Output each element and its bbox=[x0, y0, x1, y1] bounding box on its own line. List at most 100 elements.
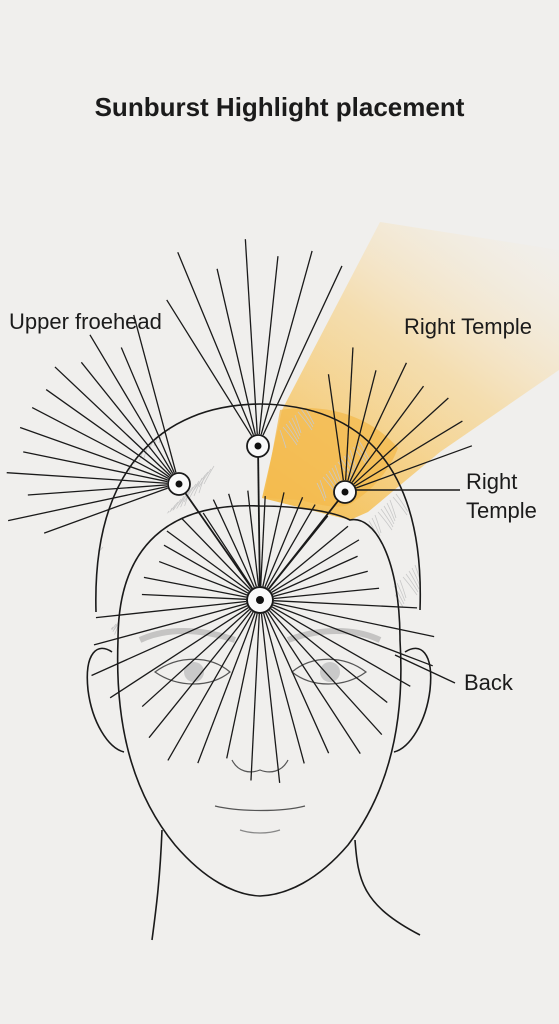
hair-stroke bbox=[294, 414, 302, 434]
ray-center bbox=[269, 525, 349, 592]
hair-stroke bbox=[405, 573, 419, 593]
hair-stroke bbox=[198, 468, 212, 488]
sunburst-rays bbox=[6, 239, 473, 783]
page-title: Sunburst Highlight placement bbox=[94, 92, 465, 122]
ray-upper-forehead bbox=[54, 366, 171, 477]
hair-stroke bbox=[307, 643, 315, 661]
ray-upper-forehead bbox=[6, 472, 168, 484]
ray-center bbox=[226, 613, 258, 759]
label-right-temple-side-line1: Right bbox=[466, 469, 518, 494]
hair-stroke bbox=[424, 556, 434, 574]
ray-center bbox=[271, 606, 411, 687]
ray-top bbox=[262, 265, 343, 436]
ray-center bbox=[228, 493, 257, 587]
hair-stroke bbox=[228, 530, 240, 550]
ray-center bbox=[263, 613, 305, 764]
ray-upper-forehead bbox=[133, 314, 177, 473]
right-iris bbox=[320, 662, 340, 682]
hair-stroke bbox=[395, 493, 409, 513]
ray-center bbox=[95, 600, 247, 619]
left-eye bbox=[153, 658, 231, 685]
ray-center bbox=[273, 570, 368, 597]
ray-right-temple bbox=[356, 445, 473, 489]
ray-upper-forehead bbox=[80, 361, 172, 476]
ray-center bbox=[266, 504, 316, 589]
ray-center bbox=[93, 603, 247, 646]
connectors bbox=[178, 445, 460, 684]
hair-stroke bbox=[340, 458, 354, 478]
ray-center bbox=[271, 539, 360, 593]
hair-stroke bbox=[103, 629, 111, 640]
ray-center bbox=[167, 611, 254, 761]
hair-stroke bbox=[118, 614, 126, 634]
ray-center bbox=[260, 613, 281, 783]
ray-top bbox=[258, 256, 279, 435]
ray-right-temple bbox=[345, 347, 354, 481]
ray-right-temple bbox=[349, 362, 408, 482]
hair-stroke bbox=[359, 529, 367, 549]
ray-center bbox=[202, 512, 253, 589]
ray-center bbox=[158, 560, 248, 596]
hair-stroke bbox=[168, 504, 176, 524]
ray-center bbox=[148, 610, 252, 739]
ray-center bbox=[262, 492, 285, 587]
nose bbox=[231, 759, 289, 773]
ray-center bbox=[181, 517, 252, 591]
hair-stroke bbox=[386, 502, 396, 522]
label-right-temple-top: Right Temple bbox=[404, 314, 532, 339]
ray-center bbox=[143, 576, 247, 598]
connector-center-top bbox=[257, 445, 261, 601]
hair-stroke bbox=[297, 411, 313, 431]
hair-stroke bbox=[421, 559, 433, 577]
hair-stroke bbox=[118, 608, 132, 628]
ray-center bbox=[265, 612, 330, 754]
ray-upper-forehead bbox=[31, 406, 169, 480]
ray-center bbox=[260, 496, 266, 587]
ray-top bbox=[216, 268, 256, 435]
left-ear bbox=[86, 647, 125, 753]
right-eyebrow bbox=[286, 628, 382, 643]
hair-stroke bbox=[233, 527, 243, 547]
ray-center bbox=[267, 611, 361, 754]
ray-upper-forehead bbox=[19, 426, 168, 481]
connector-center-left bbox=[178, 483, 261, 601]
neck-right bbox=[354, 839, 421, 936]
ray-center bbox=[273, 587, 380, 600]
hair-stroke bbox=[133, 599, 141, 619]
ray-center bbox=[141, 608, 251, 708]
hair-stroke bbox=[203, 465, 215, 485]
hair-stroke bbox=[402, 576, 418, 596]
ray-upper-forehead bbox=[89, 334, 174, 475]
ray-center bbox=[270, 608, 388, 704]
label-upper-forehead: Upper froehead bbox=[9, 309, 162, 334]
hair-stroke bbox=[291, 417, 301, 437]
hair-stroke bbox=[183, 483, 197, 503]
hair-stroke bbox=[353, 535, 365, 555]
ray-right-temple bbox=[354, 420, 463, 487]
hair-stroke bbox=[168, 498, 182, 518]
ray-right-temple bbox=[347, 370, 377, 481]
ray-right-temple bbox=[327, 374, 344, 481]
hair-stroke bbox=[316, 482, 326, 502]
ray-upper-forehead bbox=[7, 485, 168, 522]
ray-upper-forehead bbox=[23, 451, 168, 483]
hair-stroke bbox=[414, 564, 420, 584]
hair-stroke bbox=[128, 448, 142, 468]
ray-upper-forehead bbox=[27, 484, 168, 496]
ray-upper-forehead bbox=[45, 389, 170, 478]
hair-stroke bbox=[285, 423, 299, 443]
hair-stroke bbox=[343, 455, 355, 475]
right-eye bbox=[291, 658, 368, 685]
hair-stroke bbox=[319, 479, 327, 499]
hair-stroke bbox=[96, 546, 104, 566]
ray-center bbox=[91, 605, 248, 677]
left-iris bbox=[184, 662, 204, 682]
label-back: Back bbox=[464, 670, 513, 695]
ray-center bbox=[109, 607, 249, 699]
node-center bbox=[246, 586, 274, 614]
ray-top bbox=[177, 252, 255, 436]
hair-stroke bbox=[193, 477, 203, 497]
ray-center bbox=[163, 544, 249, 594]
